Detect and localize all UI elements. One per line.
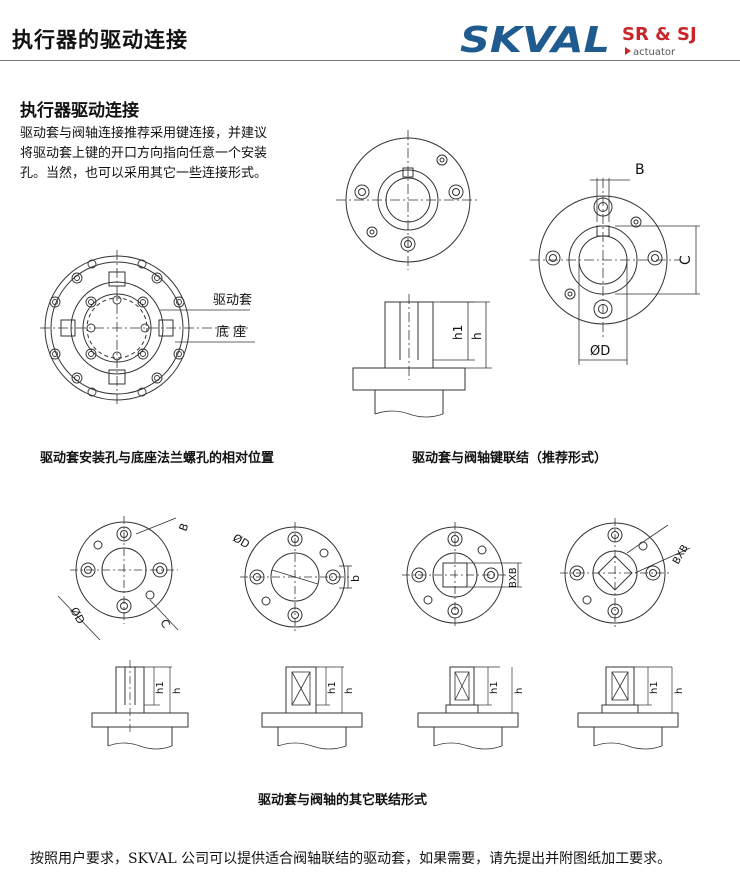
figure2-side-view <box>352 294 492 418</box>
figure3c-side <box>417 666 519 750</box>
figure3a-top <box>57 516 179 641</box>
intro-line: 将驱动套上键的开口方向指向任意一个安装 <box>20 146 268 161</box>
fig3c-h-label: h <box>514 688 525 694</box>
fig3-dim-d2-label: ØD <box>231 531 252 551</box>
dim-c-label: C <box>678 255 694 265</box>
fig3c-h1-label: h1 <box>489 681 500 694</box>
sub-brand-text: SR & SJ <box>622 24 697 45</box>
fig3b-h1-label: h1 <box>327 681 338 694</box>
section-title: 执行器驱动连接 <box>20 101 139 121</box>
figure3-side-views <box>91 660 679 750</box>
figure3-caption: 驱动套与阀轴的其它联结形式 <box>258 793 428 808</box>
dim-h1-label: h1 <box>451 325 465 340</box>
footer-note: 按照用户要求，SKVAL 公司可以提供适合阀轴联结的驱动套，如果需要，请先提出并… <box>30 851 672 867</box>
figure1-flange-drawing <box>40 250 255 406</box>
figure3-top-views <box>57 516 691 641</box>
play-icon <box>625 47 631 55</box>
figure3a-side <box>91 660 189 750</box>
header-divider <box>0 60 740 61</box>
fig3-dim-bxb-label: BXB <box>508 567 519 588</box>
figure2-keyed-flange <box>530 178 700 365</box>
label-drive-sleeve: 驱动套 <box>213 292 252 308</box>
fig3a-h-label: h <box>172 688 183 694</box>
fig3b-h-label: h <box>344 688 355 694</box>
fig3d-h-label: h <box>674 688 685 694</box>
figure3b-top <box>240 522 352 632</box>
label-base: 底 座 <box>216 324 246 340</box>
dim-h-label: h <box>470 332 484 340</box>
figure3b-side <box>261 666 363 750</box>
sub-brand-tag: actuator <box>633 47 676 58</box>
header-title: 执行器的驱动连接 <box>12 28 188 52</box>
figure3c-top <box>402 522 522 628</box>
fig3a-h1-label: h1 <box>155 681 166 694</box>
brand-logo-text: SKVAL <box>460 20 610 58</box>
fig3-dim-c-label: C <box>157 617 172 630</box>
intro-text: 驱动套与阀轴连接推荐采用键连接，并建议 将驱动套上键的开口方向指向任意一个安装 … <box>20 124 295 184</box>
dim-d-label: ØD <box>590 344 610 359</box>
intro-line: 孔。当然，也可以采用其它一些连接形式。 <box>20 166 268 181</box>
figure1-caption: 驱动套安装孔与底座法兰螺孔的相对位置 <box>40 451 275 466</box>
intro-line: 驱动套与阀轴连接推荐采用键连接，并建议 <box>20 126 268 141</box>
fig3-dim-b2-label: b <box>349 575 362 582</box>
skval-logo: SKVAL SR & SJ actuator <box>460 20 697 58</box>
fig3-dim-b-label: B <box>177 521 192 533</box>
figure2-caption: 驱动套与阀轴键联结（推荐形式） <box>412 451 608 466</box>
figure2-top-view <box>336 130 480 270</box>
figure3d-side <box>577 666 679 750</box>
figure3d-top <box>560 518 691 628</box>
dim-b-label: B <box>635 162 645 178</box>
fig3-dim-bxb2-label: BXB <box>671 543 691 566</box>
fig3d-h1-label: h1 <box>649 681 660 694</box>
